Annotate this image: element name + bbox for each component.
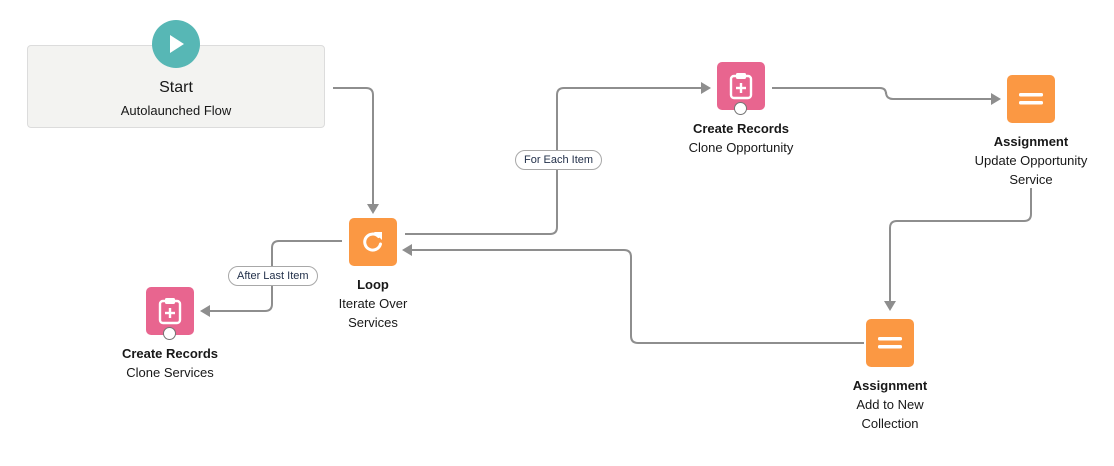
create-services-label: Create Records Clone Services	[90, 344, 250, 382]
assign-update-label: Assignment Update Opportunity Service	[951, 132, 1111, 189]
connector-update-to-add[interactable]	[889, 188, 1032, 303]
create-opportunity-fault-connector[interactable]	[734, 102, 747, 115]
loop-name-line1: Iterate Over	[338, 296, 408, 311]
assign-add-type: Assignment	[852, 378, 928, 393]
assignment-icon[interactable]	[866, 319, 914, 367]
loop-name-line2: Services	[348, 315, 398, 330]
assign-add-name-line2: Collection	[861, 416, 919, 431]
create-opportunity-label: Create Records Clone Opportunity	[661, 119, 821, 157]
start-title: Start	[159, 79, 193, 96]
assign-add-name-line1: Add to New	[856, 397, 924, 412]
arrowhead-start-to-loop	[367, 204, 379, 214]
create-services-fault-connector[interactable]	[163, 327, 176, 340]
assign-update-name-line1: Update Opportunity	[974, 153, 1088, 168]
assign-update-name-line2: Service	[1009, 172, 1053, 187]
connector-clone-opportunity-to-update[interactable]	[772, 87, 993, 100]
loop-label: Loop Iterate Over Services	[293, 275, 453, 332]
arrowhead-clone-opportunity-to-update	[991, 93, 1001, 105]
create-services-name: Clone Services	[126, 365, 214, 380]
create-opportunity-type: Create Records	[692, 121, 790, 136]
assign-update-type: Assignment	[993, 134, 1069, 149]
loop-type: Loop	[357, 277, 389, 292]
create-opportunity-name: Clone Opportunity	[688, 140, 794, 155]
connector-start-to-loop[interactable]	[333, 87, 374, 206]
assignment-icon[interactable]	[1007, 75, 1055, 123]
assign-add-label: Assignment Add to New Collection	[810, 376, 970, 433]
arrowhead-loop-to-clone-opportunity	[701, 82, 711, 94]
path-badge-for-each-item[interactable]: For Each Item	[515, 150, 603, 170]
loop-icon[interactable]	[349, 218, 397, 266]
create-services-type: Create Records	[121, 346, 219, 361]
arrowhead-add-to-loop	[402, 244, 412, 256]
arrowhead-update-to-add	[884, 301, 896, 311]
path-badge-after-last-item[interactable]: After Last Item	[228, 266, 318, 286]
connector-add-to-loop[interactable]	[410, 249, 864, 344]
play-icon[interactable]	[152, 20, 200, 68]
start-subtitle: Autolaunched Flow	[120, 103, 232, 118]
arrowhead-loop-to-clone-services	[200, 305, 210, 317]
